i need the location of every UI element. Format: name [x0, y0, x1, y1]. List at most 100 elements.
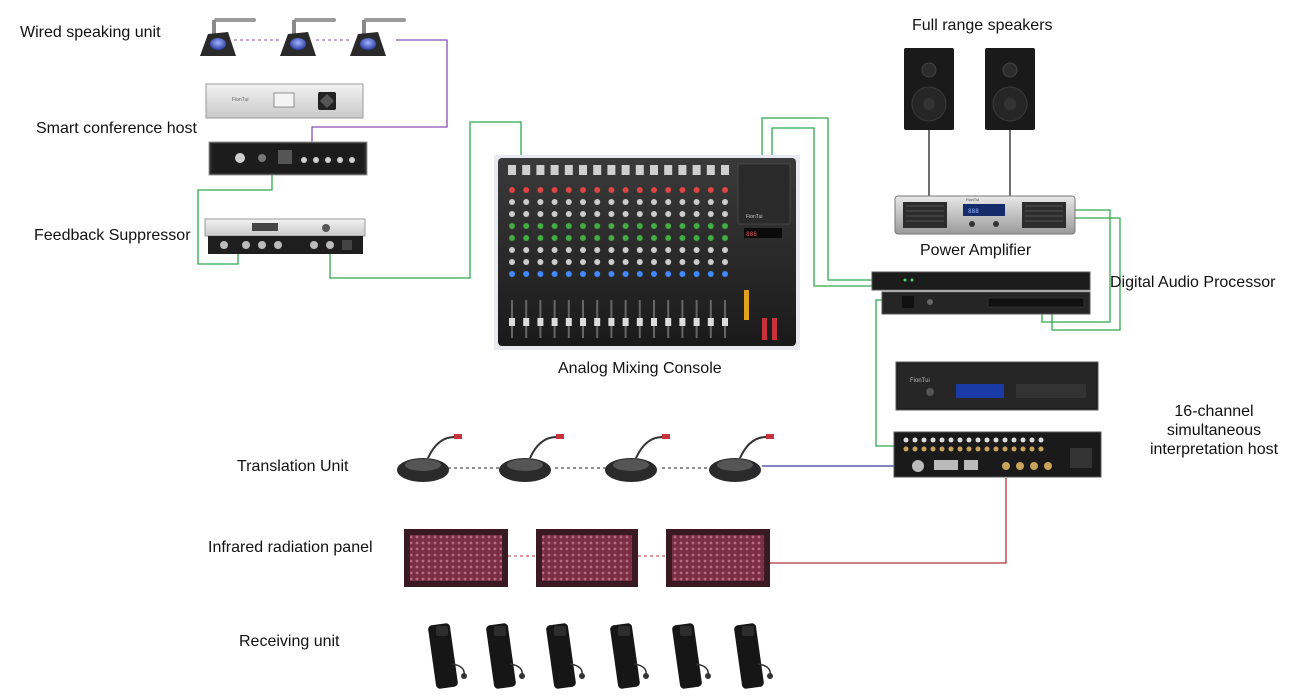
mixer-channel-strip	[635, 165, 644, 338]
green-cable-host-to-suppressor	[197, 170, 273, 265]
amplifier-brand: FionTui	[966, 197, 979, 202]
interp-jack	[930, 437, 936, 443]
green-cable-processor-to-interp	[875, 299, 904, 447]
power-amplifier: 888 FionTui	[894, 195, 1076, 235]
green-cable-suppressor-to-mixer	[329, 121, 522, 279]
wired-speaking-unit	[200, 18, 256, 56]
mixer-channel-strip	[522, 165, 531, 338]
mixer-channel-strip	[721, 165, 729, 338]
host-front-brand: FionTui	[232, 97, 249, 103]
feedback-suppressor	[204, 218, 366, 254]
green-cable-mixer-to-processor-1	[761, 117, 874, 281]
interp-jack	[966, 446, 972, 452]
speaker-left	[904, 48, 954, 130]
mixer-brand: FionTui	[746, 214, 763, 220]
receiving-unit	[672, 623, 711, 689]
label-power-amplifier: Power Amplifier	[920, 242, 1032, 259]
receiving-units	[428, 623, 773, 689]
interp-jack	[1038, 437, 1044, 443]
smart-conference-host-rear	[208, 141, 368, 176]
translation-unit	[499, 434, 564, 482]
translation-unit	[397, 434, 462, 482]
interp-jack	[1029, 437, 1035, 443]
interp-jack	[966, 437, 972, 443]
mixer-channel-strip	[550, 165, 559, 338]
interp-jack	[912, 446, 918, 452]
mixer-channel-strip	[607, 165, 616, 338]
interp-jack	[1011, 437, 1017, 443]
interp-jack	[948, 446, 954, 452]
interpretation-host-brand: FionTui	[910, 378, 930, 384]
label-analog-mixing-console: Analog Mixing Console	[558, 360, 722, 377]
label-translation-unit: Translation Unit	[237, 458, 349, 475]
mixer-channel-strip	[678, 165, 687, 338]
label-feedback-suppressor: Feedback Suppressor	[34, 227, 191, 244]
label-wired-speaking-unit: Wired speaking unit	[20, 24, 161, 41]
label-interpretation-host: 16-channel simultaneous interpretation h…	[1149, 403, 1279, 458]
receiving-unit	[428, 623, 467, 689]
red-cable-panel-to-interp	[770, 478, 1007, 564]
infrared-radiation-panel	[536, 529, 638, 587]
mixer-channel-strip	[579, 165, 587, 338]
interp-jack	[1011, 446, 1017, 452]
translation-unit	[605, 434, 670, 482]
label-digital-audio-processor: Digital Audio Processor	[1110, 274, 1276, 291]
svg-text:888: 888	[968, 208, 979, 215]
interp-jack	[993, 437, 999, 443]
mixer-channel-strips	[508, 165, 729, 338]
digital-audio-processor	[871, 271, 1091, 315]
mixer-channel-strip	[664, 165, 673, 338]
interp-jack	[921, 437, 927, 443]
mixer-channel-strip	[564, 165, 573, 338]
interp-jack	[1038, 446, 1044, 452]
interp-jack	[1020, 437, 1026, 443]
green-cable-processor-to-amp-2	[1051, 217, 1121, 331]
interp-jack	[1002, 446, 1008, 452]
interp-jack	[957, 437, 963, 443]
speaker-right	[985, 48, 1035, 130]
mixer-channel-strip	[536, 165, 545, 338]
analog-mixing-console: 888 FionTui	[494, 155, 800, 350]
interp-jack	[903, 437, 909, 443]
interp-jack	[939, 437, 945, 443]
receiving-unit	[546, 623, 585, 689]
purple-cable-speaking-to-host	[311, 39, 448, 160]
mixer-channel-strip	[621, 165, 630, 338]
interp-jack	[1020, 446, 1026, 452]
interp-jack	[993, 446, 999, 452]
mixer-channel-strip	[706, 165, 715, 338]
interp-jack	[948, 437, 954, 443]
interp-jack	[984, 437, 990, 443]
interp-jack	[939, 446, 945, 452]
translation-unit	[709, 434, 774, 482]
label-smart-conference-host: Smart conference host	[36, 120, 197, 137]
infrared-radiation-panel	[404, 529, 508, 587]
interp-jack	[957, 446, 963, 452]
wired-speaking-units	[200, 18, 406, 56]
label-full-range-speakers: Full range speakers	[912, 17, 1053, 34]
interp-jack	[1002, 437, 1008, 443]
label-infrared-radiation-panel: Infrared radiation panel	[208, 539, 373, 556]
interpretation-host-rear	[893, 431, 1102, 478]
translation-units	[397, 434, 774, 482]
infrared-radiation-panels	[404, 529, 770, 587]
interp-jack	[975, 446, 981, 452]
receiving-unit	[734, 623, 773, 689]
infrared-radiation-panel	[666, 529, 770, 587]
receiving-unit	[610, 623, 649, 689]
interp-jack	[1029, 446, 1035, 452]
interpretation-host-front: FionTui	[895, 361, 1099, 411]
mixer-channel-strip	[508, 165, 516, 338]
interp-jack	[984, 446, 990, 452]
interp-jack	[930, 446, 936, 452]
receiving-unit	[486, 623, 525, 689]
interp-jack	[975, 437, 981, 443]
interp-jack	[912, 437, 918, 443]
interp-jack	[921, 446, 927, 452]
wired-speaking-unit	[280, 18, 336, 56]
interp-jack	[903, 446, 909, 452]
mixer-channel-strip	[692, 165, 701, 338]
label-receiving-unit: Receiving unit	[239, 633, 340, 650]
mixer-channel-strip	[593, 165, 602, 338]
